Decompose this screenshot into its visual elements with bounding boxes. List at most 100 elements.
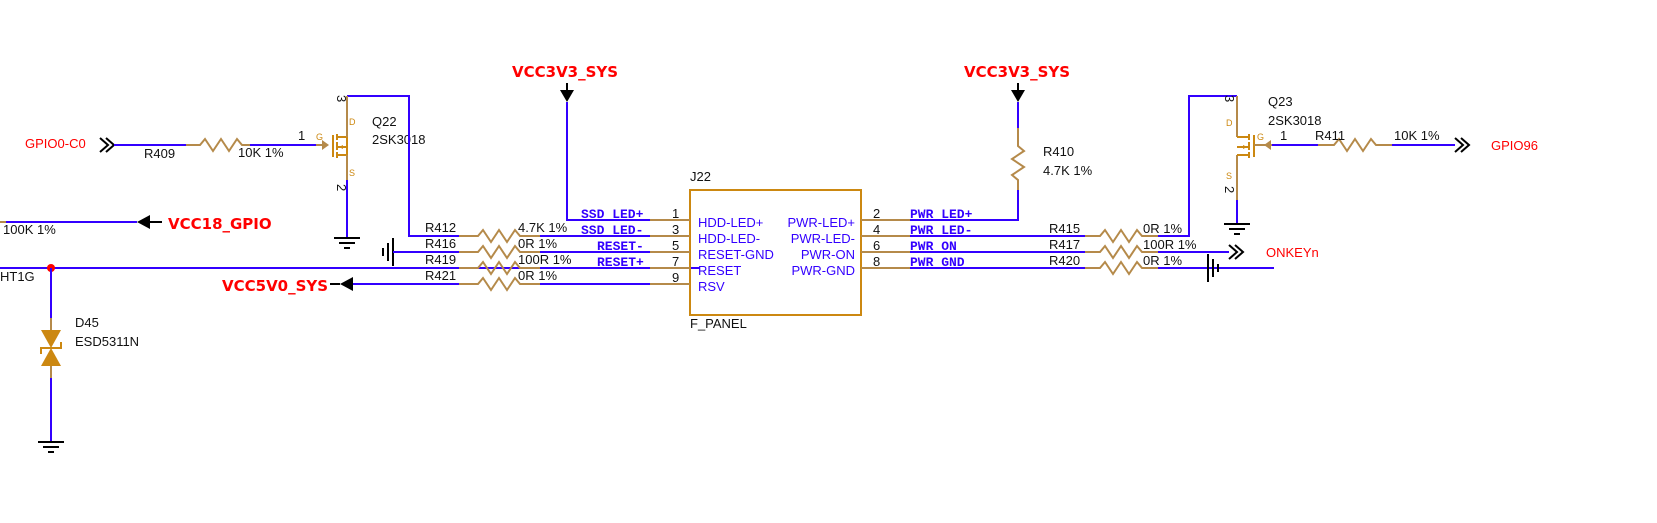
vcc3v3-right-label: VCC3V3_SYS [964,63,1070,81]
q22-ref: Q22 [372,114,397,129]
j22-label-pwr-led-plus: PWR-LED+ [787,215,855,230]
ht1g-net-label: HT1G [0,269,35,284]
r421-ref: R421 [425,268,456,283]
power-port-vcc18-gpio: VCC18_GPIO [137,215,272,233]
net-label-ssd-led-plus: SSD_LED+ [581,207,644,222]
j22-label-reset: RESET [698,263,741,278]
j22-pin-9: 9 [672,270,679,285]
net-label-pwr-led-minus: PWR_LED- [910,223,972,238]
r417-value: 100R 1% [1143,237,1197,252]
power-port-vcc5v0-sys: VCC5V0_SYS [222,277,353,295]
j22-name: F_PANEL [690,316,747,331]
connector-j22: J22 F_PANEL 1 3 5 7 9 HDD-LED+ HDD-LED- … [650,169,910,331]
j22-label-pwr-on: PWR-ON [801,247,855,262]
net-label-ssd-led-minus: SSD_LED- [581,223,643,238]
r410-ref: R410 [1043,144,1074,159]
q23-source-mark: S [1226,171,1232,181]
q22-source-mark: S [349,168,355,178]
j22-label-hdd-led-minus: HDD-LED- [698,231,760,246]
r415-ref: R415 [1049,221,1080,236]
d45-ref: D45 [75,315,99,330]
r412-ref: R412 [425,220,456,235]
j22-pin-6: 6 [873,238,880,253]
resistor-r411: R411 10K 1% [1315,128,1440,153]
j22-pin-8: 8 [873,254,880,269]
q23-gate-pin: 1 [1280,128,1287,143]
d45-part: ESD5311N [75,334,139,349]
j22-label-hdd-led-plus: HDD-LED+ [698,215,763,230]
r410-value: 4.7K 1% [1043,163,1093,178]
mosfet-q22: G D S 1 3 2 Q22 2SK3018 [298,95,426,191]
j22-pin-7: 7 [672,254,679,269]
net-label-reset-plus: RESET+ [597,255,644,270]
resistor-r409: R409 10K 1% [144,137,284,161]
resistor-r420: R420 0R 1% [1049,253,1182,276]
tvs-diode-d45: D45 ESD5311N [40,315,139,378]
j22-pin-3: 3 [672,222,679,237]
partial-resistor-value: 100K 1% [3,222,56,237]
r416-value: 0R 1% [518,236,557,251]
r421-value: 0R 1% [518,268,557,283]
q23-ref: Q23 [1268,94,1293,109]
gpio96-label: GPIO96 [1491,138,1538,153]
port-onkeyn: ONKEYn [1228,244,1319,260]
r417-ref: R417 [1049,237,1080,252]
q22-gate-pin: 1 [298,128,305,143]
q23-gate-mark: G [1257,132,1264,142]
r419-value: 100R 1% [518,252,572,267]
net-label-pwr-led-plus: PWR_LED+ [910,207,973,222]
r419-ref: R419 [425,252,456,267]
r411-ref: R411 [1315,128,1345,143]
r409-ref: R409 [144,146,175,161]
net-label-pwr-on: PWR_ON [910,239,957,254]
q22-drain-mark: D [349,117,356,127]
j22-ref: J22 [690,169,711,184]
r409-value: 10K 1% [238,145,284,160]
j22-pin-2: 2 [873,206,880,221]
offpage-connector-icon [1228,244,1245,260]
q23-drain-mark: D [1226,118,1233,128]
net-label-reset-minus: RESET- [597,239,644,254]
mosfet-q23: G D S 1 3 2 Q23 2SK3018 [1222,94,1322,200]
q22-drain-pin: 3 [334,95,349,102]
ground-icon [1223,217,1251,235]
q23-source-pin: 2 [1222,186,1237,193]
resistor-r416: R416 0R 1% [425,236,557,260]
q23-drain-pin: 3 [1222,95,1237,102]
net-label-pwr-gnd: PWR_GND [910,255,965,270]
power-port-vcc3v3-left: VCC3V3_SYS [512,63,618,102]
resistor-r412: R412 4.7K 1% [425,220,568,244]
onkeyn-label: ONKEYn [1266,245,1319,260]
j22-label-reset-gnd: RESET-GND [698,247,774,262]
r420-value: 0R 1% [1143,253,1182,268]
j22-pin-4: 4 [873,222,880,237]
q23-part: 2SK3018 [1268,113,1322,128]
ground-icon [37,435,65,453]
j22-label-pwr-led-minus: PWR-LED- [791,231,855,246]
j22-label-rsv: RSV [698,279,725,294]
r420-ref: R420 [1049,253,1080,268]
resistor-r410: R410 4.7K 1% [1010,128,1093,190]
j22-pin-5: 5 [672,238,679,253]
q22-part: 2SK3018 [372,132,426,147]
ground-icon [333,231,361,249]
vcc18-gpio-label: VCC18_GPIO [168,215,272,233]
r411-value: 10K 1% [1394,128,1440,143]
offpage-connector-icon [1454,137,1471,153]
ground-icon [382,237,394,267]
port-gpio0-c0: GPIO0-C0 [25,136,116,153]
resistor-r415: R415 0R 1% [1049,221,1182,244]
gpio0-c0-label: GPIO0-C0 [25,136,86,151]
j22-pin-1: 1 [672,206,679,221]
vcc3v3-left-label: VCC3V3_SYS [512,63,618,81]
resistor-r417: R417 100R 1% [1049,237,1197,260]
q22-gate-mark: G [316,132,323,142]
r412-value: 4.7K 1% [518,220,568,235]
resistor-r419: R419 100R 1% [425,252,572,276]
q22-source-pin: 2 [334,184,349,191]
r415-value: 0R 1% [1143,221,1182,236]
power-port-vcc3v3-right: VCC3V3_SYS [964,63,1070,102]
r416-ref: R416 [425,236,456,251]
vcc5v0-sys-label: VCC5V0_SYS [222,277,328,295]
